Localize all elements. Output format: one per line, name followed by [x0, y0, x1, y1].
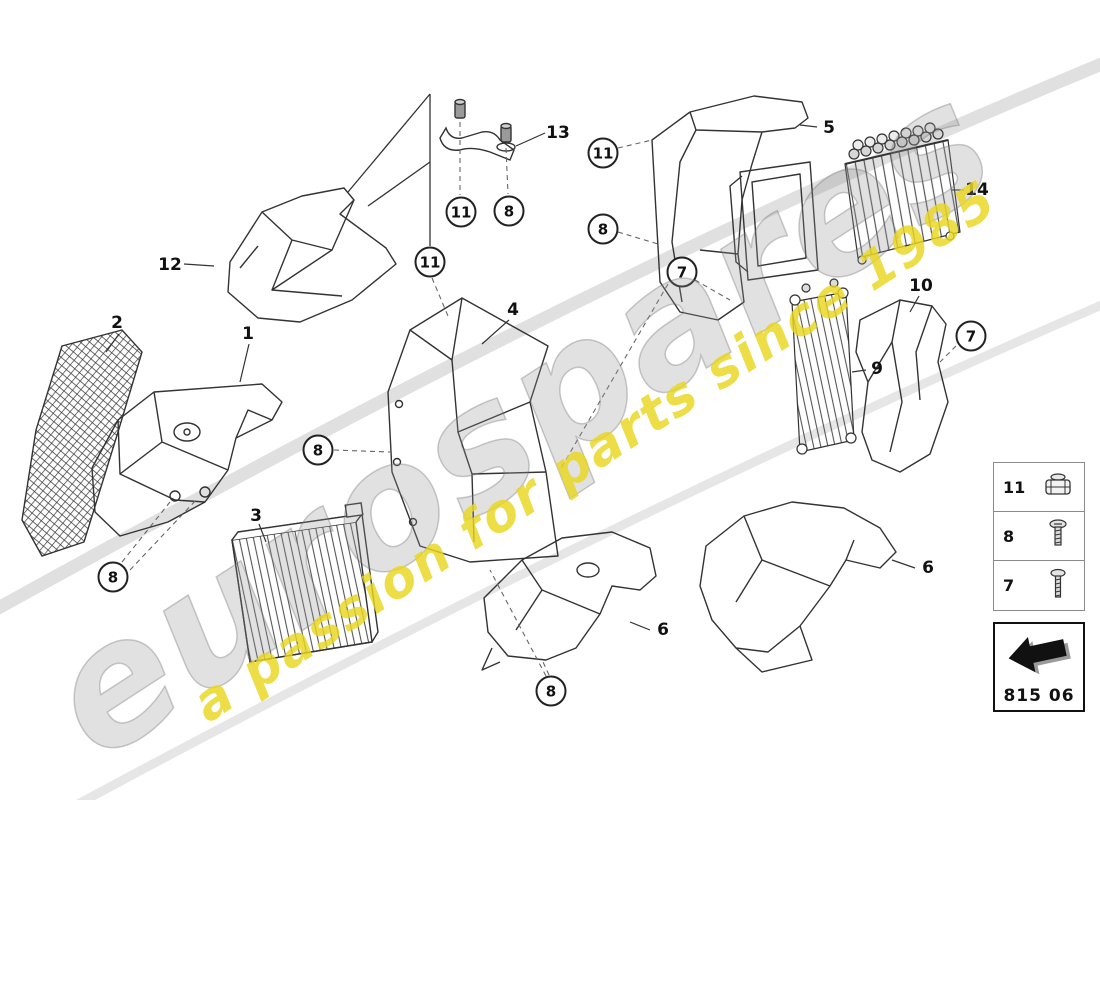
- clip-icon: [1041, 468, 1075, 506]
- part-4-duct-panel: [387, 297, 559, 563]
- part-number-callout: 14: [965, 180, 989, 200]
- part-2-grille: [21, 329, 143, 557]
- part-1-duct-panel: [91, 383, 283, 537]
- screw-icon: [1041, 517, 1075, 555]
- part-number-callout: 10: [909, 276, 933, 296]
- leader-lines: [105, 124, 964, 631]
- part-6-duct-center: [481, 531, 657, 671]
- part-13-bracket: [439, 98, 516, 161]
- parts-line-art: [21, 93, 964, 677]
- part-9-oil-cooler: [789, 278, 857, 455]
- fastener-number-callout: 8: [535, 675, 567, 707]
- parts-diagram-page: { "watermark": { "brand": "eurospares", …: [0, 42, 1100, 800]
- legend-number: 11: [1003, 477, 1026, 497]
- fastener-number-callout: 8: [493, 195, 525, 227]
- part-number-callout: 9: [871, 359, 883, 379]
- part-number-callout: 5: [823, 118, 835, 138]
- legend-row: 8: [994, 512, 1084, 561]
- fastener-number-callout: 7: [955, 320, 987, 352]
- bolt-icon: [1041, 567, 1075, 605]
- fastener-legend: 11 8 7: [993, 462, 1085, 611]
- part-number-callout: 1: [242, 324, 254, 344]
- fastener-number-callout: 8: [587, 213, 619, 245]
- legend-row: 7: [994, 561, 1084, 610]
- legend-row: 11: [994, 463, 1084, 512]
- part-number-callout: 6: [922, 558, 934, 578]
- fastener-number-callout: 11: [587, 137, 619, 169]
- legend-number: 8: [1003, 526, 1015, 546]
- part-code: 815 06: [1003, 686, 1075, 706]
- part-number-callout: 12: [158, 255, 182, 275]
- legend-number: 7: [1003, 576, 1015, 595]
- fastener-number-callout: 11: [414, 246, 446, 278]
- reference-lines: [347, 93, 431, 246]
- part-number-callout: 13: [546, 123, 570, 143]
- fastener-number-callout: 7: [666, 256, 698, 288]
- part-12-panel: [227, 187, 397, 323]
- direction-arrow-box: [993, 622, 1085, 684]
- direction-arrow-icon: [1008, 636, 1071, 675]
- part-number-callout: 3: [250, 506, 262, 526]
- part-number-callout: 2: [111, 313, 123, 333]
- part-10-duct: [855, 299, 949, 473]
- dashed-leader-lines: [121, 122, 957, 677]
- fastener-number-callout: 8: [302, 434, 334, 466]
- fastener-number-callout: 11: [445, 196, 477, 228]
- part-14-heat-exchanger: [844, 122, 961, 265]
- fastener-number-callout: 8: [97, 561, 129, 593]
- part-number-callout: 6: [657, 620, 669, 640]
- part-code-box: 815 06: [993, 682, 1085, 712]
- part-6-duct-right: [699, 501, 897, 673]
- part-3-radiator: [231, 502, 379, 663]
- part-number-callout: 4: [507, 300, 519, 320]
